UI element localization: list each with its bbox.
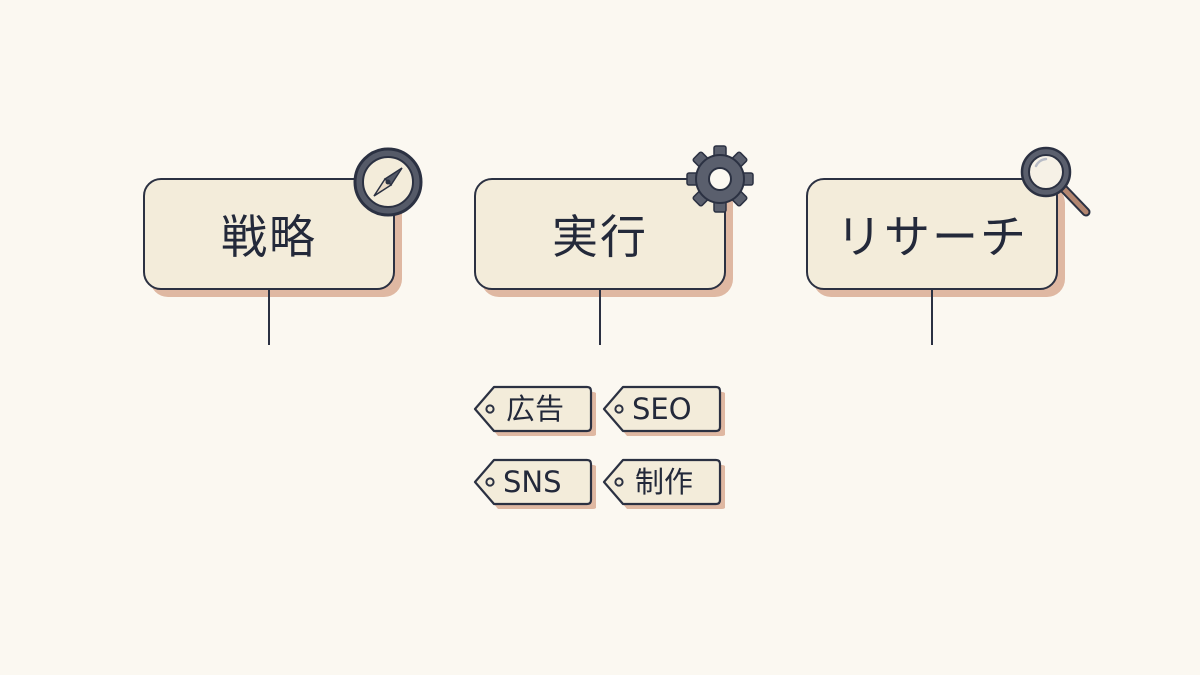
node-strategy-connector xyxy=(268,290,270,345)
tag-production-label: 制作 xyxy=(635,465,694,499)
node-research-connector xyxy=(931,290,933,345)
node-research: リサーチ xyxy=(806,178,1058,290)
tag-seo-label: SEO xyxy=(632,392,692,426)
tag-shape xyxy=(473,458,596,509)
node-execution-connector xyxy=(599,290,601,345)
tag-ads: 広告 xyxy=(472,383,596,436)
node-strategy-label: 戦略 xyxy=(221,210,317,264)
tag-production: 制作 xyxy=(601,456,725,509)
tag-shape xyxy=(473,385,596,436)
node-strategy: 戦略 xyxy=(143,178,395,290)
tag-ads-label: 広告 xyxy=(506,392,565,426)
magnifier-icon xyxy=(1020,146,1091,217)
compass-icon xyxy=(353,147,423,217)
tag-shape xyxy=(602,385,725,436)
node-research-label: リサーチ xyxy=(836,210,1028,264)
tag-sns: SNS xyxy=(472,456,596,509)
tag-shape xyxy=(602,458,725,509)
tag-seo: SEO xyxy=(601,383,725,436)
node-execution: 実行 xyxy=(474,178,726,290)
node-execution-label: 実行 xyxy=(552,210,648,264)
tag-sns-label: SNS xyxy=(503,465,562,499)
gear-icon xyxy=(686,145,754,213)
